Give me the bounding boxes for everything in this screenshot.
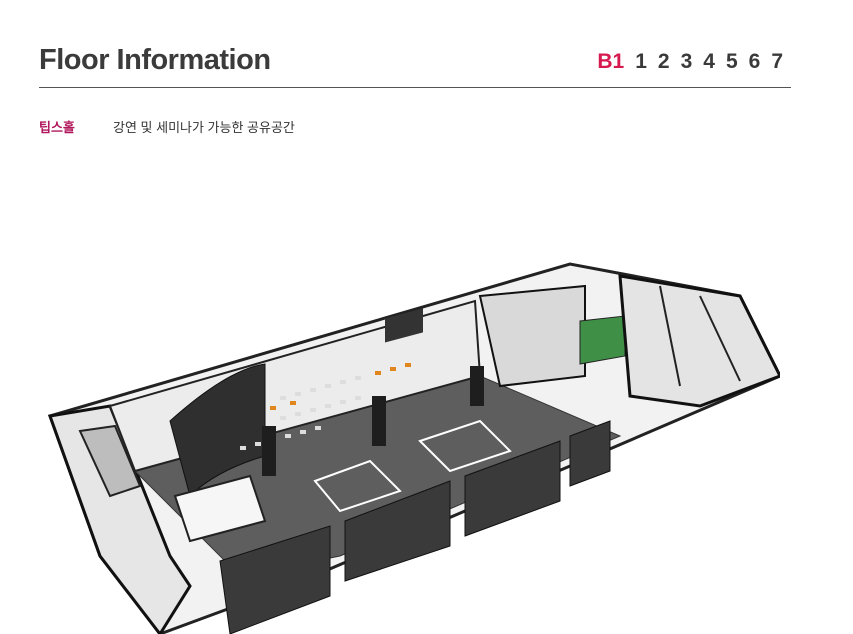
projection-screen xyxy=(385,308,423,343)
room-name: 팁스홀 xyxy=(39,120,75,135)
seating xyxy=(240,376,361,450)
right-rooms xyxy=(618,274,780,408)
floor-nav: B1 1 2 3 4 5 6 7 xyxy=(586,50,783,74)
page-title: Floor Information xyxy=(39,44,271,76)
page-header: Floor Information B1 1 2 3 4 5 6 7 xyxy=(39,40,791,88)
glass-room xyxy=(478,284,586,388)
floor-tab-1[interactable]: 1 xyxy=(635,50,647,73)
room-info: 팁스홀 강연 및 세미나가 가능한 공유공간 xyxy=(39,117,295,136)
floor-tab-6[interactable]: 6 xyxy=(748,50,761,73)
front-partition-4 xyxy=(569,420,611,487)
floor-marking xyxy=(418,419,512,473)
floor-tab-7[interactable]: 7 xyxy=(771,50,783,73)
front-partition-1 xyxy=(219,525,331,634)
floor-plan-image xyxy=(47,262,780,634)
pillar xyxy=(470,366,484,406)
left-inner-room xyxy=(78,424,142,498)
reception-desk xyxy=(173,474,267,543)
green-board-room xyxy=(579,315,626,365)
floor-tab-b1[interactable]: B1 xyxy=(597,50,625,73)
pillar xyxy=(372,396,386,446)
front-partition-2 xyxy=(344,480,451,582)
curved-wall xyxy=(169,363,266,497)
floor-tab-2[interactable]: 2 xyxy=(657,50,670,73)
floor-marking xyxy=(313,459,402,513)
front-partition-3 xyxy=(464,440,561,537)
pillar xyxy=(262,426,276,476)
floor-tab-5[interactable]: 5 xyxy=(725,50,738,73)
floor-tab-3[interactable]: 3 xyxy=(680,50,693,73)
room-description: 강연 및 세미나가 가능한 공유공간 xyxy=(113,120,295,135)
floor-tab-4[interactable]: 4 xyxy=(703,50,715,73)
